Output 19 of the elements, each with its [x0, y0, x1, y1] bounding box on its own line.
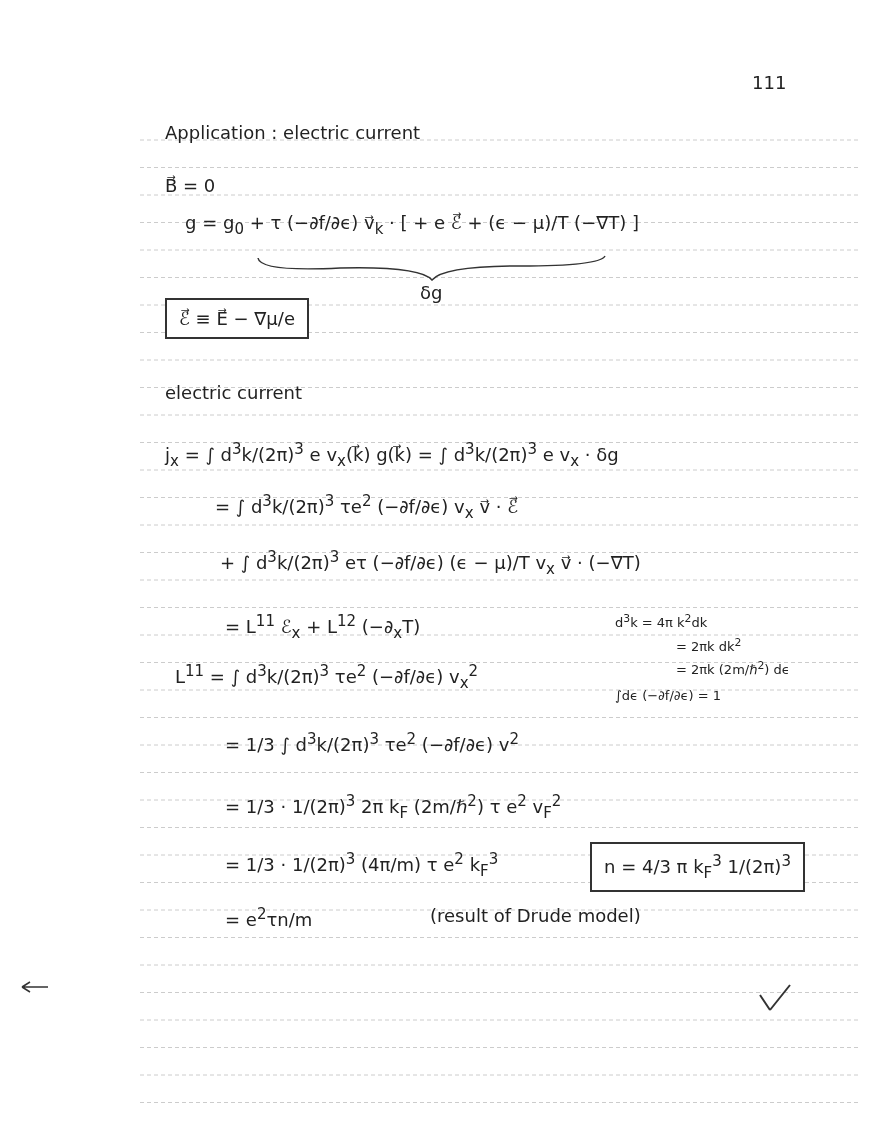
side-note: ∫dϵ (−∂f/∂ϵ) = 1: [615, 688, 722, 703]
equation: = 1/3 ∫ d$^{3}$k/(2π)$^{3}$ τe$^{2}$ (−∂f/∂ϵ) v$^{2}$: [225, 730, 519, 755]
brace-label: δg: [420, 282, 443, 303]
side-note: = 2πk dk$^{2}$: [676, 636, 742, 655]
equation: j$_{x}$ = ∫ d$^{3}$k/(2π)$^{3}$ e v$_{x}$(k⃗) g(k⃗) = ∫ d$^{3}$k/(2π)$^{3}$ e v$_{x}$ · δg: [165, 440, 619, 470]
equation: = e$^{2}$τn/m: [225, 905, 313, 930]
side-note: d$^{3}$k = 4π k$^{2}$dk: [615, 612, 708, 631]
equation: + ∫ d$^{3}$k/(2π)$^{3}$ eτ (−∂f/∂ϵ) (ϵ − μ)/T v$_{x}$ v⃗ · (−∇T): [220, 548, 641, 578]
equation: B⃗ = 0: [165, 175, 216, 196]
equation: = ∫ d$^{3}$k/(2π)$^{3}$ τe$^{2}$ (−∂f/∂ϵ) v$_{x}$ v⃗ · ℰ⃗: [215, 492, 519, 522]
equation: = L$^{11}$ ℰ$_{x}$ + L$^{12}$ (−∂$_{x}$T): [225, 612, 421, 642]
heading: Application : electric current: [165, 122, 421, 143]
subheading: electric current: [165, 382, 303, 403]
side-note: = 2πk (2m/ℏ$^{2}$) dϵ: [676, 659, 790, 678]
equation: g = g$_{0}$ + τ (−∂f/∂ϵ) v⃗$_{k}$ · [ + e ℰ⃗ + (ϵ − μ)/T (−∇T) ]: [185, 212, 640, 238]
boxed-equation: ℰ⃗ ≡ E⃗ − ∇μ/e: [165, 298, 309, 339]
boxed-equation: n = 4/3 π k$_{F}$$^{3}$ 1/(2π)$^{3}$: [590, 842, 805, 892]
note: (result of Drude model): [430, 905, 641, 926]
page-number: 111: [752, 72, 787, 93]
